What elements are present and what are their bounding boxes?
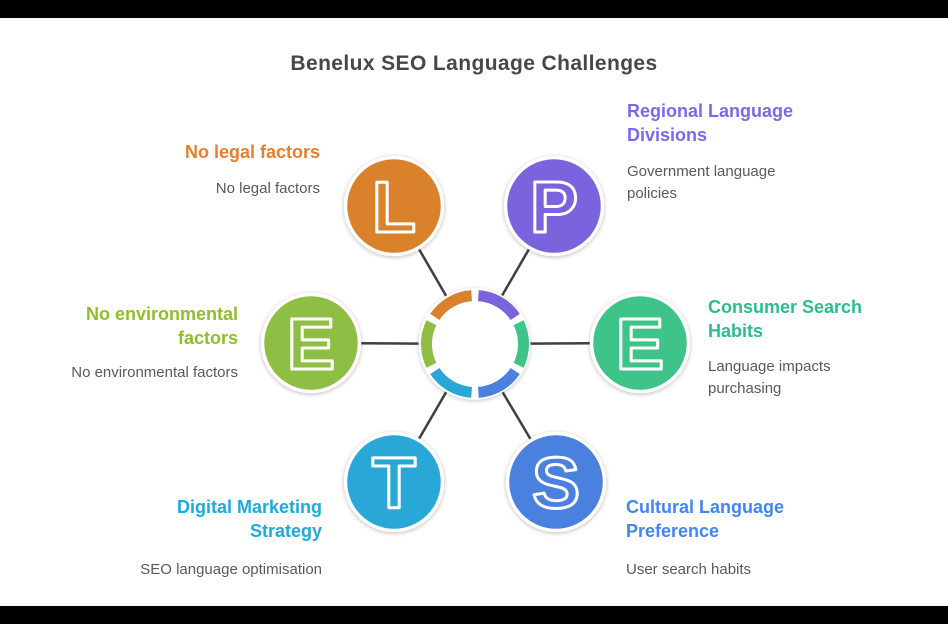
bottom-letterbox-bar <box>0 606 948 624</box>
social-subtitle: User search habits <box>626 561 752 578</box>
legal-letter: L <box>372 168 416 248</box>
ring-segment-political <box>477 290 520 321</box>
label-environmental: No environmental factors No environmenta… <box>71 302 238 384</box>
node-environmental: E <box>260 292 362 394</box>
technological-letter: T <box>372 444 416 524</box>
label-technological: Digital Marketing Strategy SEO language … <box>140 495 322 581</box>
label-economic: Consumer Search Habits Language impacts … <box>708 295 862 400</box>
top-letterbox-bar <box>0 0 948 18</box>
environmental-circle <box>260 292 362 394</box>
economic-circle <box>589 292 691 394</box>
technological-title: Digital Marketing Strategy <box>176 497 322 541</box>
pestle-ring <box>420 290 530 398</box>
economic-letter: E <box>616 305 664 385</box>
economic-subtitle: Language impacts purchasing <box>708 358 831 397</box>
node-legal: L <box>343 155 445 257</box>
social-title: Cultural Language Preference <box>626 497 785 541</box>
node-social: S <box>505 431 607 533</box>
label-social: Cultural Language Preference User search… <box>626 495 784 581</box>
ring-backdrop <box>418 288 531 400</box>
label-political: Regional Language Divisions Government l… <box>627 99 793 205</box>
social-circle <box>505 431 607 533</box>
technological-circle <box>343 431 445 533</box>
environmental-subtitle: No environmental factors <box>71 364 238 381</box>
ring-segment-technological <box>430 367 473 398</box>
ring-segment-economic <box>513 320 530 368</box>
node-political: P <box>503 155 605 257</box>
ring-segment-environmental <box>420 320 437 368</box>
legal-title: No legal factors <box>184 142 320 162</box>
environmental-letter: E <box>287 305 335 385</box>
social-letter: S <box>532 444 580 524</box>
node-economic: E <box>589 292 691 394</box>
technological-subtitle: SEO language optimisation <box>140 561 322 578</box>
environmental-title: No environmental factors <box>85 304 238 348</box>
political-letter: P <box>530 168 578 248</box>
node-technological: T <box>343 431 445 533</box>
ring-segment-legal <box>430 290 473 321</box>
political-title: Regional Language Divisions <box>627 101 794 145</box>
political-circle <box>503 155 605 257</box>
political-subtitle: Government language policies <box>627 163 776 202</box>
label-legal: No legal factors No legal factors <box>185 141 320 200</box>
legal-subtitle: No legal factors <box>215 180 320 197</box>
economic-title: Consumer Search Habits <box>708 297 863 341</box>
legal-circle <box>343 155 445 257</box>
page-title: Benelux SEO Language Challenges <box>290 52 658 75</box>
ring-segment-social <box>477 367 520 398</box>
